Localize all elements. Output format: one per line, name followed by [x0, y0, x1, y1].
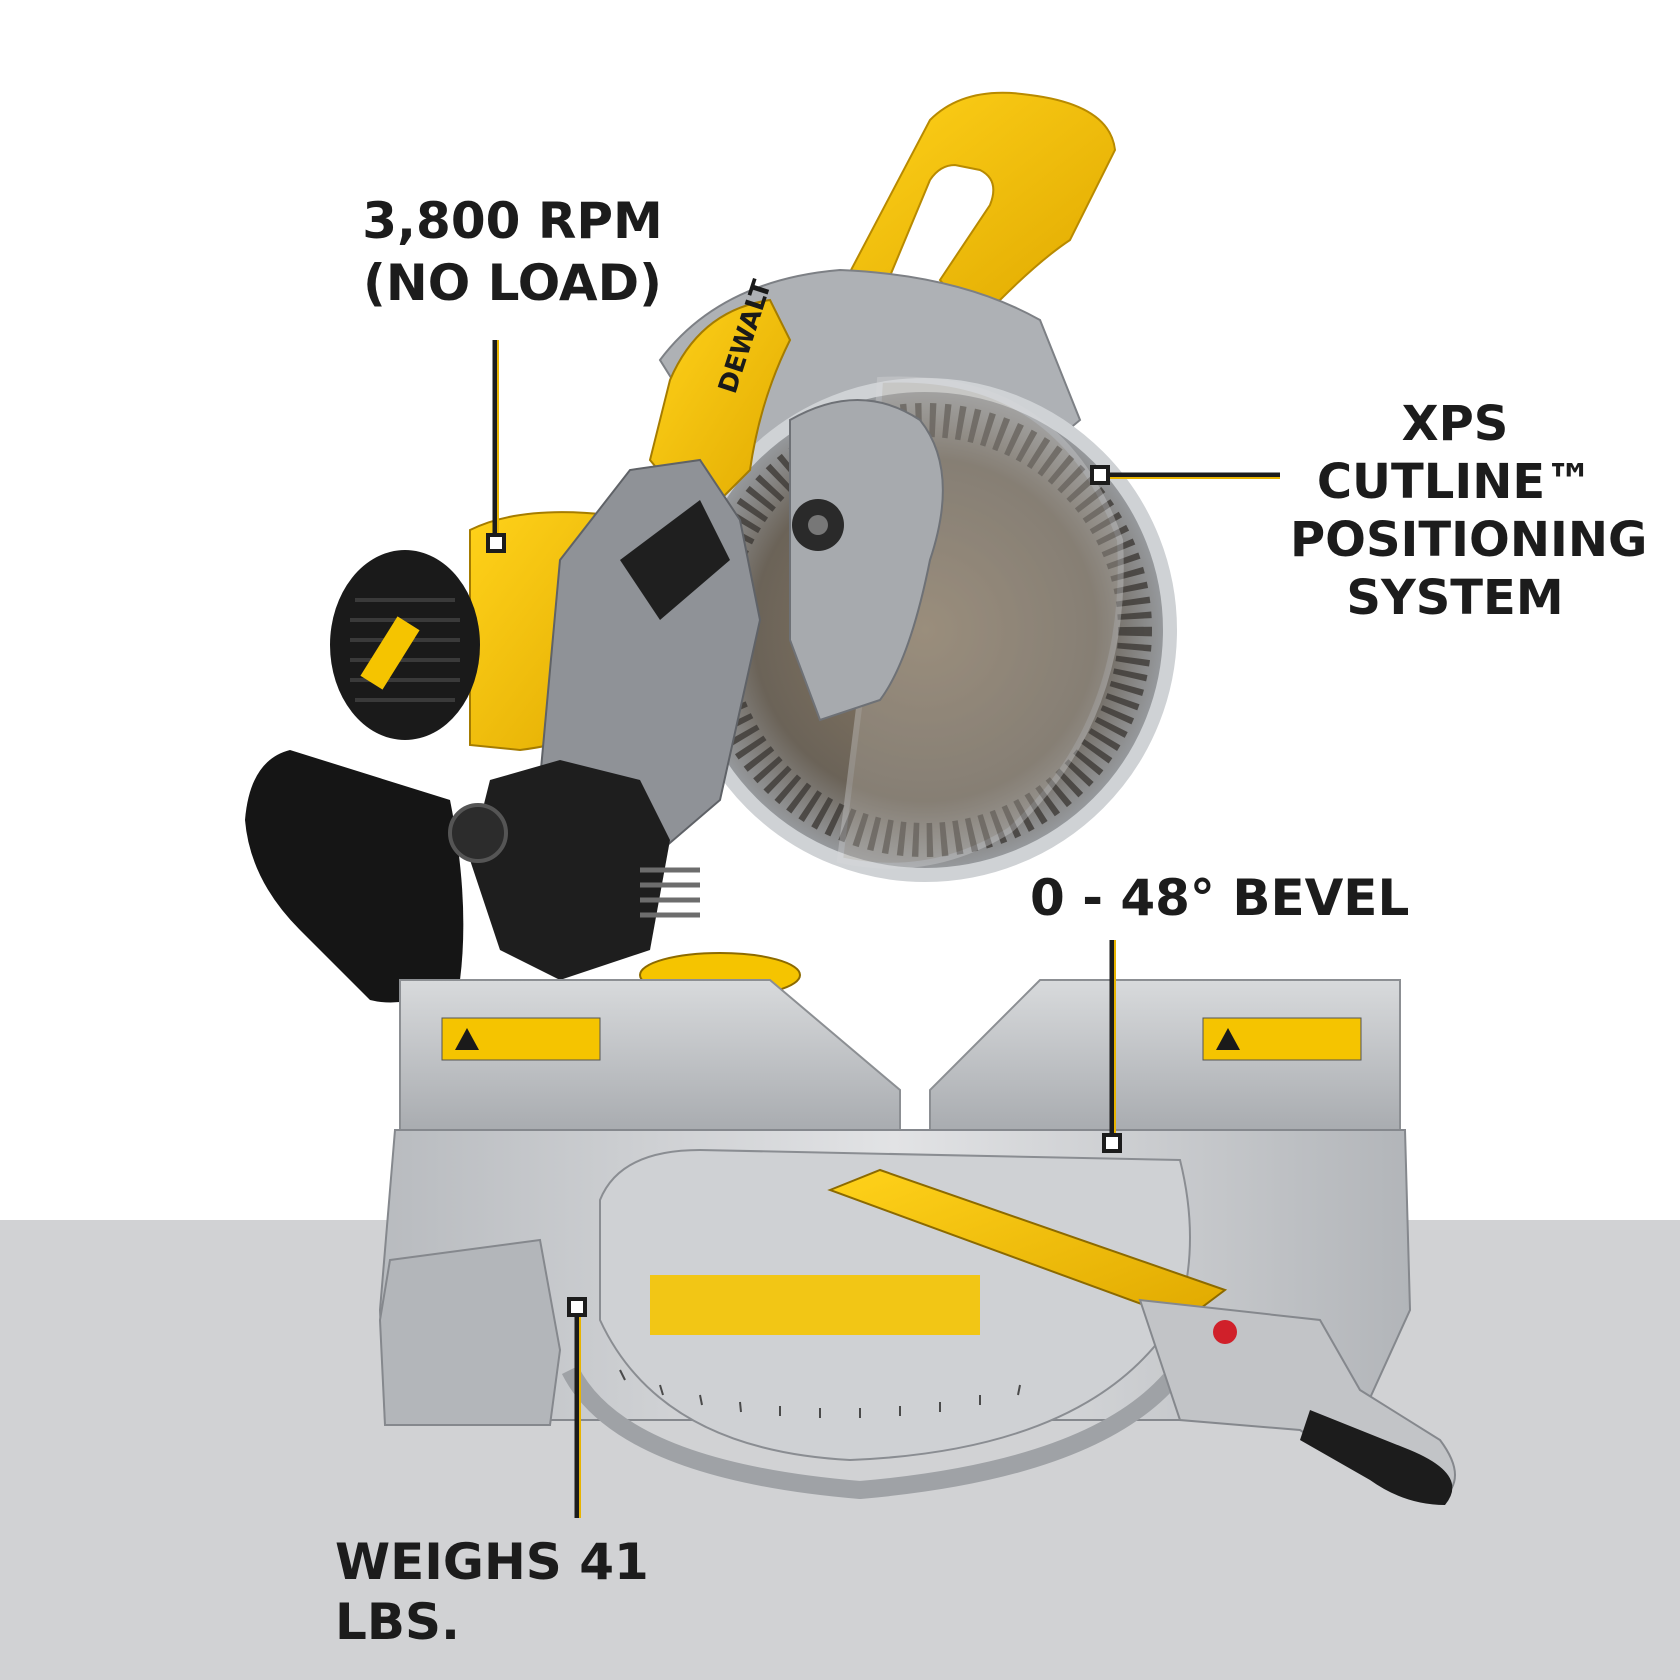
rpm-callout: 3,800 RPM (NO LOAD): [330, 190, 695, 314]
rpm-qualifier: (NO LOAD): [363, 254, 662, 312]
bevel-callout: 0 - 48° BEVEL: [1030, 869, 1410, 927]
pivot-block: [470, 760, 670, 980]
handle: [828, 91, 1117, 312]
arbor-plate: [789, 399, 944, 722]
weight-callout: WEIGHS 41 LBS.: [335, 1533, 649, 1651]
kerf-plate: [827, 1168, 1228, 1322]
callout-markers: [486, 465, 1122, 1317]
xps-callout: XPS CUTLINE™ POSITIONING SYSTEM: [1290, 395, 1648, 627]
xps-line-4: SYSTEM: [1346, 570, 1564, 626]
xps-line-3: POSITIONING: [1290, 512, 1648, 568]
rpm-value: 3,800 RPM: [362, 192, 663, 250]
dust-bag: [245, 750, 464, 1003]
turntable-warning-label: [650, 1275, 980, 1335]
callout-lines: [492, 340, 1280, 1518]
xps-line-2: CUTLINE™: [1316, 454, 1594, 510]
xps-line-1: XPS: [1401, 396, 1509, 452]
